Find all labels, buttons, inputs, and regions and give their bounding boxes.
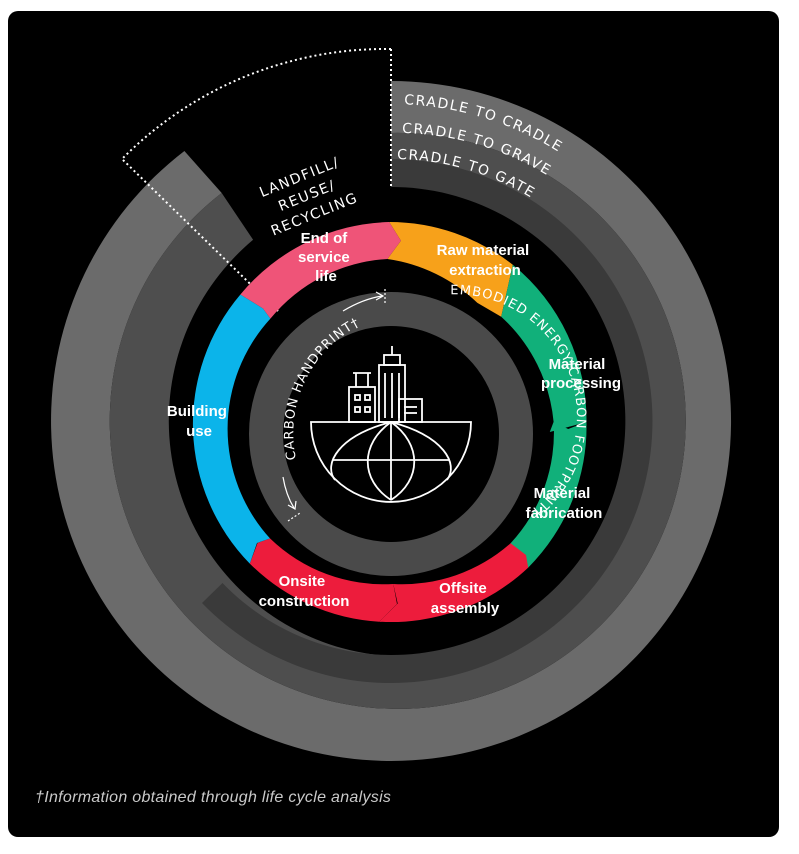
stage-label-material-processing: Material processing (541, 356, 621, 392)
footnote: †Information obtained through life cycle… (35, 789, 392, 806)
stage-onsite-construction (249, 538, 397, 622)
stage-end-of-service-life (240, 222, 401, 319)
cradle-to-gate-ring (202, 159, 653, 683)
stage-label-raw-material-extraction: Raw material extraction (437, 242, 534, 279)
landfill-reuse-recycling-label: LANDFILL/ REUSE/ RECYCLING (257, 154, 360, 239)
stage-material-processing (501, 264, 587, 432)
stage-label-offsite-assembly: Offsite assembly (431, 580, 500, 617)
stage-label-material-fabrication: Material fabrication (526, 485, 603, 522)
landfill-dotted-boundary (120, 47, 392, 312)
stage-material-fabrication (507, 421, 587, 568)
stage-label-building-use: Building use (167, 403, 231, 440)
handprint-arrow-bottom (282, 476, 301, 522)
globe-with-buildings-icon (310, 346, 472, 503)
stage-label-onsite-construction: Onsite construction (259, 573, 350, 610)
life-cycle-diagram: CRADLE TO CRADLE CRADLE TO GRAVE CRADLE … (51, 47, 732, 761)
stage-raw-material-extraction (387, 222, 513, 317)
stage-building-use (192, 294, 271, 564)
inner-band (249, 292, 533, 576)
handprint-arrow-top (342, 289, 386, 312)
diagram-panel: CRADLE TO CRADLE CRADLE TO GRAVE CRADLE … (8, 11, 779, 837)
stage-offsite-assembly (379, 543, 529, 623)
stage-label-end-of-service-life: End of service life (298, 230, 354, 285)
